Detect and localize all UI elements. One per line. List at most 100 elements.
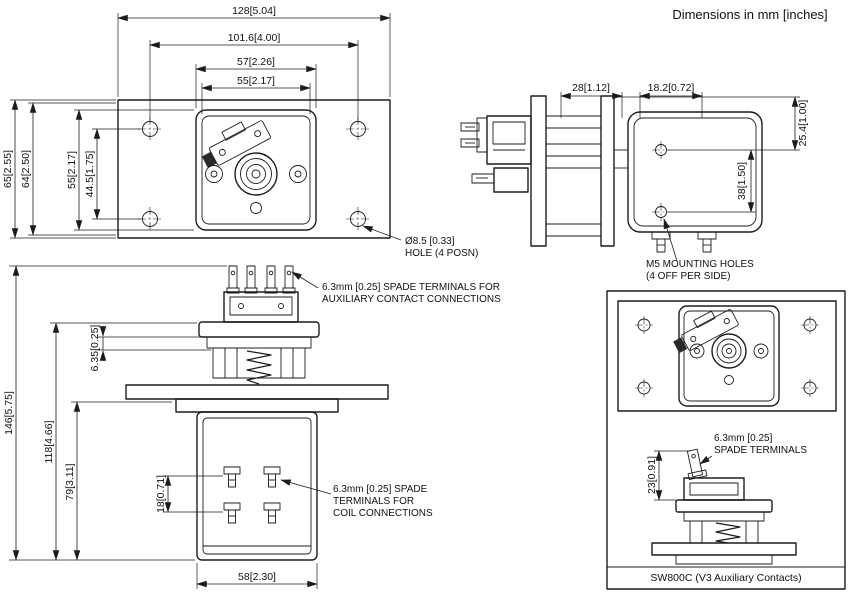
dim-height-below-cap: 118[4.66] — [43, 322, 197, 561]
dim-height-mounting-holes: 44.5[1.75] — [84, 128, 141, 220]
top-sub-plate — [206, 336, 312, 349]
contactor-body-side-inner — [633, 117, 757, 227]
mini-spade-terminal — [686, 448, 708, 480]
dim-label-64: 64[2.50] — [20, 150, 32, 188]
mini-contactor-body — [678, 305, 780, 407]
aux-switch-housing — [486, 115, 532, 165]
mounting-flange — [125, 384, 389, 400]
return-spring — [246, 350, 272, 385]
dim-label-55w: 55[2.17] — [237, 75, 275, 87]
detail-box-border — [606, 290, 846, 590]
coil-note-line1: 6.3mm [0.25] SPADE — [333, 484, 428, 495]
leader-line — [699, 455, 713, 465]
dim-height-below-flange: 79[3.11] — [64, 401, 172, 561]
mini-hole-bottom-left — [635, 379, 653, 397]
dim-label-128: 128[5.04] — [232, 5, 276, 17]
dim-label-58: 58[2.30] — [238, 571, 276, 583]
aux-terminal-pins — [226, 265, 296, 294]
leader-line — [280, 479, 332, 495]
main-terminal — [234, 152, 278, 196]
coil-body — [196, 411, 318, 561]
mini-return-spring — [715, 522, 741, 544]
dim-cap-thickness: 6.35[0.25] — [89, 325, 211, 372]
dim-coil-terminal-spacing: 18[0.71] — [155, 475, 223, 513]
coil-spade-terminals — [223, 466, 281, 524]
mini-hole-bottom-right — [801, 379, 819, 397]
dim-label-101-6: 101.6[4.00] — [228, 32, 281, 44]
leader-line — [663, 218, 678, 262]
hole-note-line2: HOLE (4 POSN) — [405, 248, 478, 259]
dim-label-25-4: 25.4[1.00] — [797, 100, 809, 147]
mounting-flange-doubler — [175, 398, 339, 413]
mounting-holes-note: M5 MOUNTING HOLES (4 OFF PER SIDE) — [646, 218, 754, 282]
dim-height-body: 55[2.17] — [66, 109, 194, 231]
contactor-body-side — [627, 111, 763, 233]
dim-label-38: 38[1.50] — [736, 162, 748, 200]
dim-label-44-5: 44.5[1.75] — [84, 151, 96, 198]
hole-note: Ø8.5 [0.33] HOLE (4 POSN) — [362, 225, 478, 259]
dim-label-28: 28[1.12] — [572, 82, 610, 94]
dim-label-55h: 55[2.17] — [66, 151, 78, 189]
dim-width-body: 57[2.26] — [195, 56, 317, 108]
top-cap-plate — [198, 321, 320, 338]
mini-screw-left — [689, 343, 705, 359]
mini-flange-doubler — [675, 554, 773, 565]
leader-line — [362, 225, 402, 241]
elevation-view: 146[5.75] 118[4.66] 79[3.11] 6.35[0.25] … — [3, 265, 501, 589]
mini-main-terminal — [711, 333, 747, 369]
dim-width-body-inner: 55[2.17] — [201, 75, 311, 114]
aux-contacts-view: SW800C (V3 Auxiliary Contacts) — [606, 290, 846, 590]
mini-mounting-flange — [651, 542, 797, 556]
dim-label-6-35: 6.35[0.25] — [89, 325, 101, 372]
mini-pilot-hole — [724, 375, 734, 385]
coil-terminal-note: 6.3mm [0.25] SPADE TERMINALS FOR COIL CO… — [280, 479, 433, 519]
mini-note-line2: SPADE TERMINALS — [714, 445, 807, 456]
dim-label-23: 23[0.91] — [646, 456, 658, 494]
dim-label-79: 79[3.11] — [64, 463, 76, 500]
coil-note-line2: TERMINALS FOR — [333, 496, 414, 507]
aux-note-line2: AUXILIARY CONTACT CONNECTIONS — [322, 294, 501, 305]
flange-plate-rear — [600, 95, 615, 247]
mini-mounting-plate — [617, 300, 837, 412]
dim-overall-height: 146[5.75] — [3, 265, 227, 561]
dim-flange-to-face: 28[1.12] — [560, 82, 623, 118]
mini-elevation-view — [651, 448, 797, 565]
mini-aux-block — [683, 477, 745, 501]
dim-label-65: 65[2.55] — [2, 150, 14, 188]
dim-hole-spacing: 38[1.50] — [668, 149, 756, 213]
aux-microswitch — [201, 120, 271, 168]
leader-line — [291, 271, 319, 289]
dim-label-18: 18[0.71] — [155, 475, 167, 513]
magnet-frame — [545, 115, 628, 237]
dim-label-146: 146[5.75] — [3, 391, 15, 435]
dim-label-118: 118[4.66] — [43, 420, 55, 463]
aux-connector-terminals — [460, 117, 488, 153]
mounting-note-line1: M5 MOUNTING HOLES — [646, 259, 754, 270]
coil-terminal-block — [471, 167, 529, 193]
mounting-note-line2: (4 OFF PER SIDE) — [646, 271, 730, 282]
detail-caption: SW800C (V3 Auxiliary Contacts) — [650, 572, 801, 584]
aux-terminal-note: 6.3mm [0.25] SPADE TERMINALS FOR AUXILIA… — [291, 271, 501, 305]
m5-hole-upper — [652, 141, 670, 159]
aux-note-line1: 6.3mm [0.25] SPADE TERMINALS FOR — [322, 282, 500, 293]
dim-width-overall: 128[5.04] — [117, 5, 391, 97]
coil-body-inner — [202, 417, 312, 555]
dim-label-18-2: 18.2[0.72] — [648, 82, 695, 94]
mini-front-view — [617, 300, 837, 412]
dim-face-to-hole: 18.2[0.72] — [639, 82, 703, 118]
mini-contactor-body-inner — [683, 310, 775, 402]
dim-top-to-hole: 25.4[1.00] — [616, 96, 809, 151]
screw-right — [289, 165, 307, 183]
flange-plate-front — [530, 95, 547, 247]
pilot-hole — [250, 202, 262, 214]
m5-hole-lower — [652, 203, 670, 221]
screw-left — [205, 165, 223, 183]
mini-cap-plate — [675, 499, 773, 513]
units-note: Dimensions in mm [inches] — [672, 7, 827, 22]
front-view: 128[5.04] 101.6[4.00] 57[2.26] 55[2.17] … — [2, 5, 478, 259]
contactor-body-outline — [195, 109, 317, 231]
mounting-hole-bottom-left — [138, 207, 162, 231]
mini-aux-microswitch — [673, 309, 739, 354]
